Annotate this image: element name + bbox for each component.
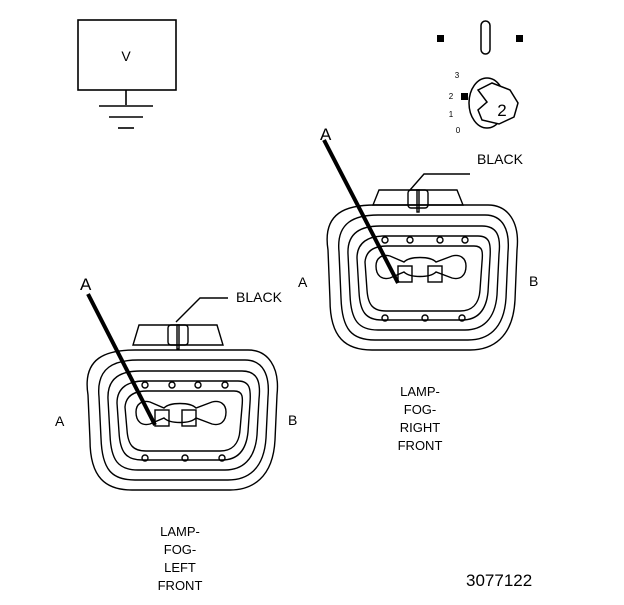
- right-side-a: A: [298, 274, 308, 290]
- left-color-label: BLACK: [236, 289, 283, 305]
- right-pin-a-label: A: [320, 125, 332, 144]
- voltmeter-symbol: [77, 19, 177, 129]
- right-color-label: BLACK: [477, 151, 524, 167]
- selector-pos-0: 0: [456, 126, 461, 135]
- selector-pos-3: 3: [455, 71, 460, 80]
- probe-left-icon: [437, 35, 444, 42]
- figure-number: 3077122: [466, 571, 532, 590]
- left-pin-a-pointer: [86, 293, 157, 426]
- left-black-leader: [175, 297, 228, 323]
- right-black-leader: [409, 173, 470, 191]
- probe-center-icon: [480, 20, 491, 55]
- left-side-b: B: [288, 412, 297, 428]
- probe-right-icon: [516, 35, 523, 42]
- selector-knob-icon: [476, 82, 519, 125]
- voltmeter-label: V: [121, 48, 131, 64]
- meter-selector-icon: [437, 20, 523, 129]
- right-side-b: B: [529, 273, 538, 289]
- voltmeter-box: [77, 19, 177, 91]
- right-caption-line-3: RIGHT: [400, 420, 441, 435]
- selector-value: 2: [497, 101, 506, 120]
- selector-pos-2: 2: [449, 92, 454, 101]
- left-caption-line-2: FOG-: [164, 542, 197, 557]
- selector-marker-icon: [461, 93, 468, 100]
- left-caption-line-1: LAMP-: [160, 524, 200, 539]
- right-connector: [326, 189, 519, 351]
- left-pin-a-label: A: [80, 275, 92, 294]
- left-side-a: A: [55, 413, 65, 429]
- left-caption-line-4: FRONT: [158, 578, 203, 593]
- right-caption-line-2: FOG-: [404, 402, 437, 417]
- right-caption-line-4: FRONT: [398, 438, 443, 453]
- right-caption-line-1: LAMP-: [400, 384, 440, 399]
- right-pin-a-pointer: [322, 139, 400, 284]
- left-caption-line-3: LEFT: [164, 560, 196, 575]
- selector-pos-1: 1: [449, 110, 454, 119]
